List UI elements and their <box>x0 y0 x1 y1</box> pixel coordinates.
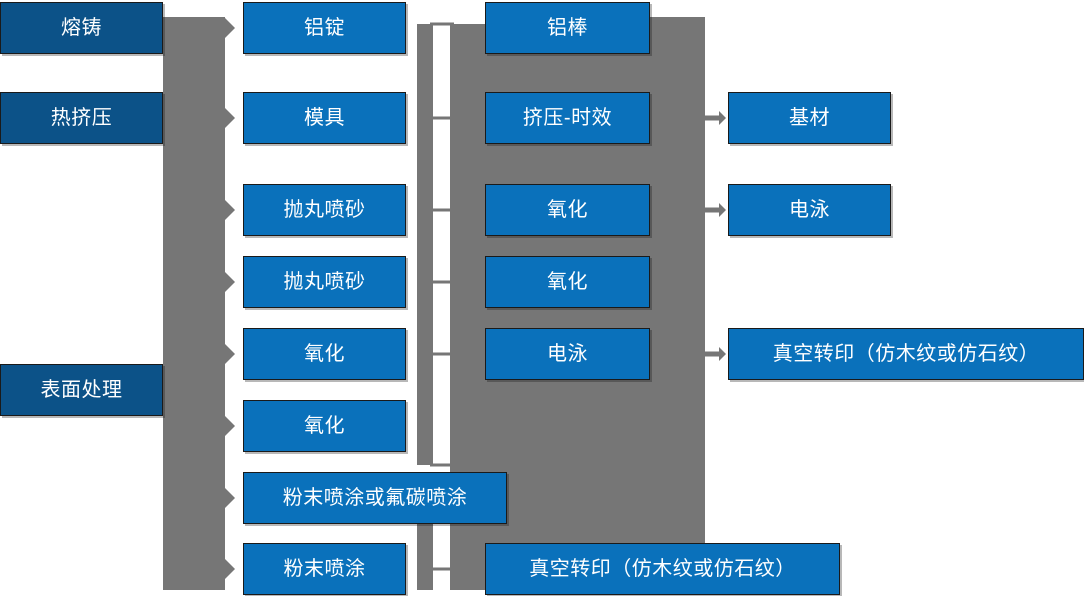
node-ingot[interactable]: 铝锭 <box>243 2 406 54</box>
node-extrude-age[interactable]: 挤压-时效 <box>485 92 650 144</box>
arrow-left-2 <box>225 200 235 220</box>
node-blast-1[interactable]: 抛丸喷砂 <box>243 184 406 236</box>
node-oxid-4[interactable]: 氧化 <box>485 256 650 308</box>
node-ingot-label: 铝锭 <box>304 17 345 39</box>
band-right <box>650 17 705 590</box>
node-die[interactable]: 模具 <box>243 92 406 144</box>
node-oxid-2[interactable]: 氧化 <box>243 400 406 452</box>
arrow-right-0 <box>719 111 726 125</box>
node-vacuum-1[interactable]: 真空转印（仿木纹或仿石纹） <box>485 543 840 595</box>
node-vacuum-2[interactable]: 真空转印（仿木纹或仿石纹） <box>728 328 1084 380</box>
arrow-right-1 <box>719 203 726 217</box>
stem-surface <box>163 387 193 390</box>
node-electro-1[interactable]: 电泳 <box>485 328 650 380</box>
node-powder[interactable]: 粉末喷涂 <box>243 543 406 595</box>
node-electro-2-label: 电泳 <box>789 199 830 221</box>
node-oxid-4-label: 氧化 <box>547 271 588 293</box>
arrow-left-1 <box>225 108 235 128</box>
connector-tick-4 <box>430 352 454 356</box>
band-mid-1 <box>417 24 433 465</box>
node-oxid-1-label: 氧化 <box>304 343 345 365</box>
node-powder-fluor[interactable]: 粉末喷涂或氟碳喷涂 <box>243 472 507 524</box>
stage-extrude-label: 热挤压 <box>50 107 113 129</box>
arrow-shaft-right-2 <box>705 351 719 357</box>
connector-tick-6 <box>430 567 454 571</box>
connector-tick-2 <box>430 208 454 212</box>
node-vacuum-1-label: 真空转印（仿木纹或仿石纹） <box>529 558 796 580</box>
node-blast-1-label: 抛丸喷砂 <box>283 199 366 221</box>
node-extrude-age-label: 挤压-时效 <box>522 107 613 129</box>
stage-melting[interactable]: 熔铸 <box>0 2 163 54</box>
node-oxid-1[interactable]: 氧化 <box>243 328 406 380</box>
node-blast-2[interactable]: 抛丸喷砂 <box>243 256 406 308</box>
node-powder-label: 粉末喷涂 <box>283 558 366 580</box>
stage-surface-label: 表面处理 <box>40 379 123 401</box>
band-left <box>163 17 225 590</box>
arrow-left-0 <box>225 18 235 38</box>
node-electro-1-label: 电泳 <box>547 343 588 365</box>
connector-tick-0 <box>430 22 454 26</box>
node-oxid-2-label: 氧化 <box>304 415 345 437</box>
node-bar[interactable]: 铝棒 <box>485 2 650 54</box>
node-bar-label: 铝棒 <box>547 17 588 39</box>
node-electro-2[interactable]: 电泳 <box>728 184 891 236</box>
node-oxid-3-label: 氧化 <box>547 199 588 221</box>
stage-extrude[interactable]: 热挤压 <box>0 92 163 144</box>
connector-ticks <box>430 22 454 571</box>
node-die-label: 模具 <box>304 107 345 129</box>
arrow-left-3 <box>225 272 235 292</box>
arrow-right-2 <box>719 347 726 361</box>
node-oxid-3[interactable]: 氧化 <box>485 184 650 236</box>
arrow-left-5 <box>225 416 235 436</box>
connector-tick-3 <box>430 280 454 284</box>
node-blast-2-label: 抛丸喷砂 <box>283 271 366 293</box>
connector-arrows <box>225 18 726 579</box>
node-vacuum-2-label: 真空转印（仿木纹或仿石纹） <box>772 343 1040 365</box>
stage-melting-label: 熔铸 <box>61 17 102 39</box>
node-substrate-label: 基材 <box>789 107 830 129</box>
arrow-left-4 <box>225 344 235 364</box>
arrow-left-7 <box>225 559 235 579</box>
connector-tick-5 <box>430 463 454 467</box>
connector-tick-1 <box>430 116 454 120</box>
arrow-shaft-right-1 <box>705 207 719 213</box>
arrow-left-6 <box>225 488 235 508</box>
node-powder-fluor-label: 粉末喷涂或氟碳喷涂 <box>282 487 468 509</box>
node-substrate[interactable]: 基材 <box>728 92 891 144</box>
stage-surface[interactable]: 表面处理 <box>0 364 163 416</box>
arrow-shaft-right-0 <box>705 115 719 121</box>
